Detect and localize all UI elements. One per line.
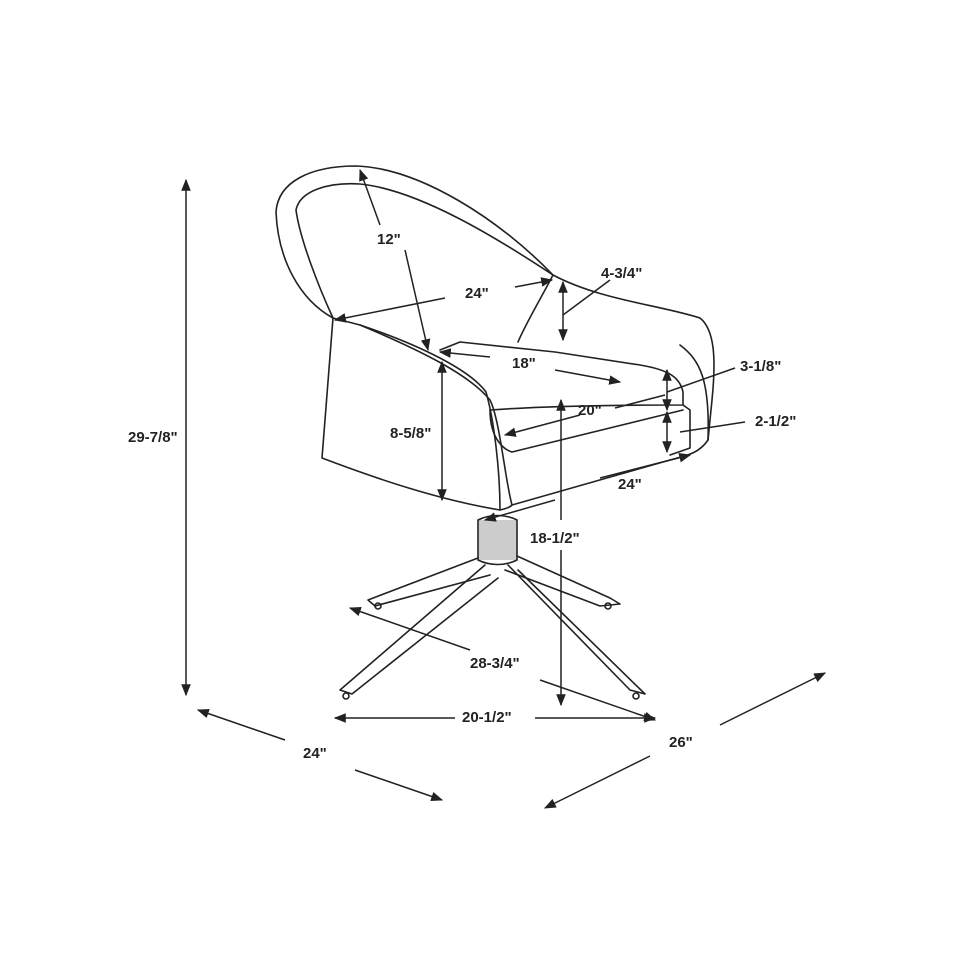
dimension-arrows: [181, 168, 827, 809]
arm-depth-label: 24": [618, 476, 642, 493]
seat-base-label: 2-1/2": [755, 413, 796, 430]
arm-height-label: 4-3/4": [601, 265, 642, 282]
overall-height-label: 29-7/8": [128, 429, 178, 446]
seat-height-label: 18-1/2": [530, 530, 580, 547]
dimension-labels: 12" 24" 4-3/4" 18" 3-1/8" 20" 2-1/2" 8-5…: [128, 231, 796, 762]
seat-depth-label: 18": [512, 355, 536, 372]
base-diagonal-label: 28-3/4": [470, 655, 520, 672]
inner-width-label: 24": [465, 285, 489, 302]
cushion-thickness-label: 3-1/8": [740, 358, 781, 375]
base-width-label: 20-1/2": [462, 709, 512, 726]
arm-side-height-label: 8-5/8": [390, 425, 431, 442]
back-height-label: 12": [377, 231, 401, 248]
overall-depth-label: 26": [669, 734, 693, 751]
chair-outline: [275, 165, 715, 700]
overall-width-label: 24": [303, 745, 327, 762]
seat-width-label: 20": [578, 402, 602, 419]
